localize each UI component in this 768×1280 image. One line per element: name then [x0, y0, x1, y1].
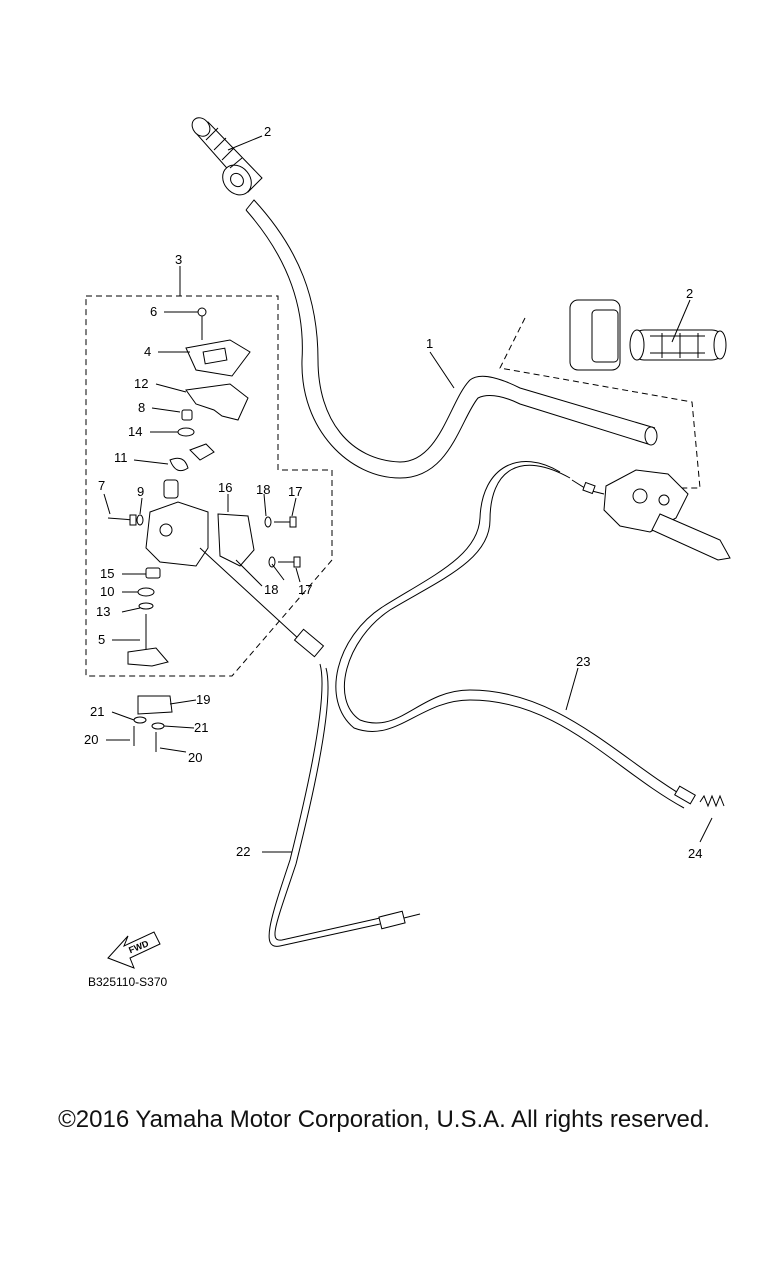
brake-lever-assembly — [571, 469, 731, 561]
callout-10: 10 — [100, 584, 114, 599]
left-grip — [191, 117, 263, 196]
leader-lines — [103, 135, 713, 853]
handlebar — [245, 199, 658, 479]
choke-cable — [199, 547, 421, 947]
copyright-notice: ©2016 Yamaha Motor Corporation, U.S.A. A… — [58, 1106, 710, 1133]
callout-15: 15 — [100, 566, 114, 581]
callout-21-right: 21 — [194, 720, 208, 735]
callout-4: 4 — [144, 344, 151, 359]
callout-13: 13 — [96, 604, 110, 619]
callout-20-right: 20 — [188, 750, 202, 765]
right-grip — [499, 299, 727, 489]
callout-7: 7 — [98, 478, 105, 493]
callout-17-bottom: 17 — [298, 582, 312, 597]
callout-8: 8 — [138, 400, 145, 415]
callout-23: 23 — [576, 654, 590, 669]
callout-labels: 2 2 1 3 6 4 12 8 14 11 7 9 16 18 17 15 1… — [84, 124, 702, 861]
callout-22: 22 — [236, 844, 250, 859]
fwd-arrow-icon: FWD — [107, 931, 161, 969]
callout-20-left: 20 — [84, 732, 98, 747]
callout-2-right: 2 — [686, 286, 693, 301]
callout-18-bottom: 18 — [264, 582, 278, 597]
callout-24: 24 — [688, 846, 702, 861]
callout-12: 12 — [134, 376, 148, 391]
callout-16: 16 — [218, 480, 232, 495]
switch-assembly-box — [85, 295, 333, 677]
callout-11: 11 — [114, 450, 128, 465]
throttle-cable — [335, 461, 725, 809]
callout-1: 1 — [426, 336, 433, 351]
callout-19: 19 — [196, 692, 210, 707]
diagram-code: B325110-S370 — [88, 975, 168, 989]
switch-parts — [107, 307, 301, 752]
callout-17-top: 17 — [288, 484, 302, 499]
callout-2-left: 2 — [264, 124, 271, 139]
callout-9: 9 — [137, 484, 144, 499]
callout-3: 3 — [175, 252, 182, 267]
callout-21-left: 21 — [90, 704, 104, 719]
callout-14: 14 — [128, 424, 142, 439]
callout-18-top: 18 — [256, 482, 270, 497]
callout-6: 6 — [150, 304, 157, 319]
callout-5: 5 — [98, 632, 105, 647]
